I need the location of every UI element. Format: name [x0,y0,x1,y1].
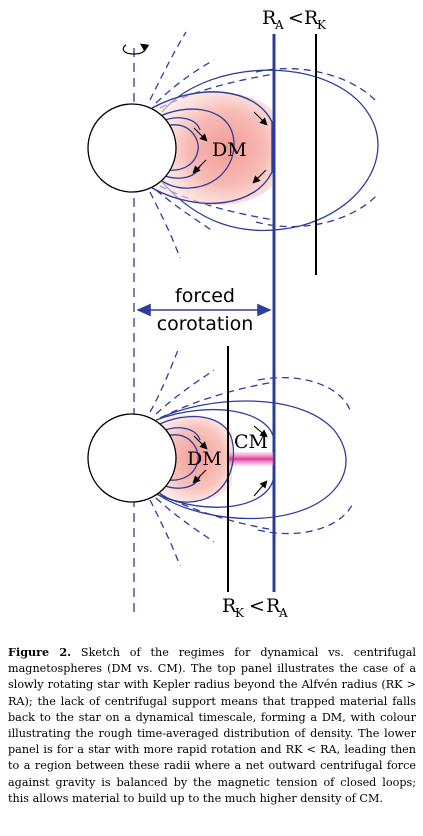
cm-label: CM [234,431,268,453]
rotation-symbol [122,43,150,55]
svg-text:R: R [222,595,237,617]
svg-text:corotation: corotation [157,313,254,335]
forced-corotation: forced corotation [136,285,272,335]
svg-text:<: < [288,7,304,29]
figure-caption: Figure 2. Sketch of the regimes for dyna… [8,644,416,807]
cm-region [228,452,274,466]
bottom-panel: DM CM [87,346,353,592]
star-top [87,103,177,193]
svg-text:R: R [262,7,277,29]
dm-label-bottom: DM [187,448,222,470]
top-radius-label: R A < R K [262,7,327,32]
svg-text:R: R [304,7,319,29]
svg-text:A: A [278,606,288,620]
svg-text:K: K [235,606,245,620]
dm-label-top: DM [212,139,247,161]
svg-text:forced: forced [175,285,235,307]
magnetosphere-diagram: DM R A < R K forced corotation [87,7,379,620]
dm-region-top [152,92,272,206]
svg-text:R: R [266,595,281,617]
svg-text:<: < [249,595,265,617]
svg-text:A: A [274,18,284,32]
star-bottom [87,413,177,503]
svg-text:K: K [317,18,327,32]
bottom-radius-label: R K < R A [222,595,288,620]
figure-label: Figure 2. [8,645,72,659]
caption-text: Sketch of the regimes for dynamical vs. … [8,646,416,805]
top-panel: DM [87,31,379,275]
